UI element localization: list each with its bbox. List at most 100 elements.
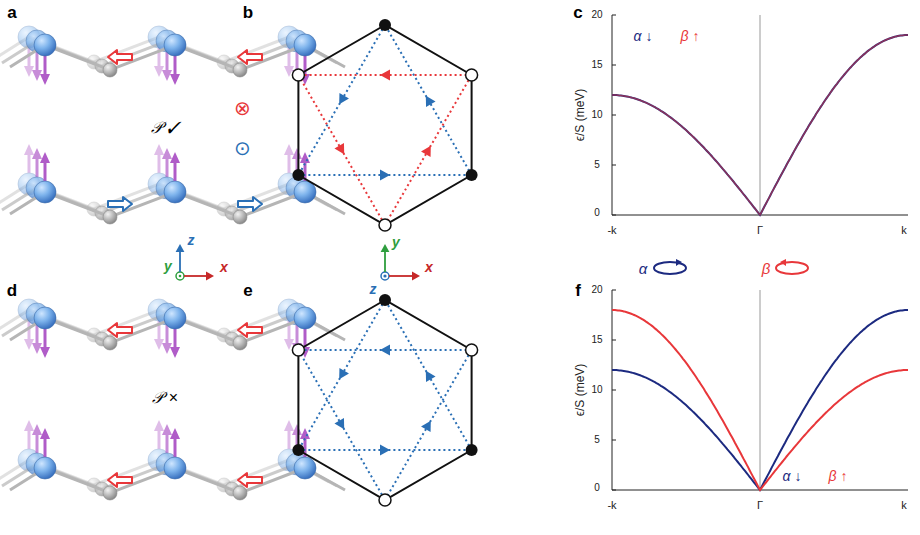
tick-label: 10 [591,385,602,395]
spin-arrow-head [162,343,172,354]
spin-arrow-head [32,148,42,159]
hopping-path [298,25,385,175]
spin-arrow-head [40,347,50,358]
chirality-arrow [380,445,390,456]
tick [612,290,616,291]
magnetic-atom [294,34,316,56]
magnetic-atom [34,181,56,203]
panel-letter: f [575,282,581,299]
chirality-arrow [380,170,390,181]
tick-label: 0 [594,483,600,493]
k-label: k [901,225,907,236]
axis-title: ϵ/S (meV) [574,89,586,142]
chirality-arrow [421,421,431,432]
gamma-line [760,15,761,215]
chirality-arrow [334,143,344,154]
axis-letter: z [370,282,377,296]
brillouin-zone [298,300,471,500]
nonmagnetic-atom [103,336,117,350]
axis-letter: x [220,260,228,274]
valley-point [292,444,304,456]
chirality-arrow [426,96,436,107]
legend-beta-icon [776,259,808,274]
magnetic-atom [294,457,316,479]
displacement-arrow [108,50,132,64]
symmetry-label: 𝒫 × [152,390,178,406]
spin-group [34,152,56,203]
displacement-arrow [108,473,132,487]
spin-arrow-head [32,70,42,81]
spin-arrow-head [170,347,180,358]
tick [612,15,616,16]
spin-arrow-head [154,339,164,350]
axis-title: ϵ/S (meV) [574,364,586,417]
spin-arrow-head [300,428,310,439]
spin-arrow-head [284,420,294,431]
k-label: -k [607,225,616,236]
symmetry-label: 𝒫 ✓ [151,120,179,136]
tick-label: 15 [591,335,602,345]
brillouin-zone [298,25,471,225]
hopping-path [385,75,472,225]
axis-letter: y [164,259,172,273]
tick [612,115,616,116]
z-axis-symbol [381,272,389,280]
z-axis-head [176,244,185,252]
out-of-plane-symbol: ⊙ [234,138,251,158]
x-axis [184,275,208,277]
valley-point [379,19,391,31]
k-label: -k [607,500,616,511]
spin-arrow-head [284,144,294,155]
spin-arrow-head [24,144,34,155]
valley-point [379,294,391,306]
displacement-arrow [108,197,132,211]
k-label: Γ [757,225,763,236]
spin-arrow-head [154,420,164,431]
z-axis [179,250,181,272]
tick [612,65,616,66]
z-axis-dot [383,274,386,277]
hopping-path [385,300,472,450]
magnetic-atom [164,181,186,203]
magnetic-atom [34,307,56,329]
tick-label: 15 [591,60,602,70]
axis-letter: y [392,235,400,249]
k-label: k [901,500,907,511]
x-axis [389,275,414,277]
y-axis-dot [179,275,182,278]
spin-group [34,428,56,479]
spin-arrow-head [24,420,34,431]
spin-arrow-head [300,152,310,163]
panel-letter: c [573,4,582,21]
spin-arrow-head [32,343,42,354]
chirality-arrow [380,345,390,356]
displacement-arrow [108,323,132,337]
valley-point [379,219,391,231]
magnetic-atom [34,34,56,56]
spin-arrow-head [162,424,172,435]
valley-point [466,169,478,181]
spin-group [164,428,186,479]
spin-arrow-head [162,70,172,81]
magnon-band [612,35,908,215]
tick-label: 20 [591,285,602,295]
legend-alpha-icon [654,259,686,274]
spin-arrow-head [162,148,172,159]
spin-group [34,307,56,358]
spin-arrow-head [170,152,180,163]
y-axis-head [381,244,390,252]
nonmagnetic-atom [103,486,117,500]
spin-arrow-head [154,66,164,77]
nonmagnetic-atom [233,210,247,224]
tick [612,215,616,216]
nonmagnetic-atom [233,63,247,77]
panel-letter: a [7,4,16,21]
band-label: β ↑ [681,29,700,43]
axis-letter: z [188,233,195,247]
y-axis-symbol [176,272,184,280]
chirality-arrow [339,93,349,104]
spin-group [164,34,186,85]
tick [612,340,616,341]
tick-label: 5 [594,160,600,170]
